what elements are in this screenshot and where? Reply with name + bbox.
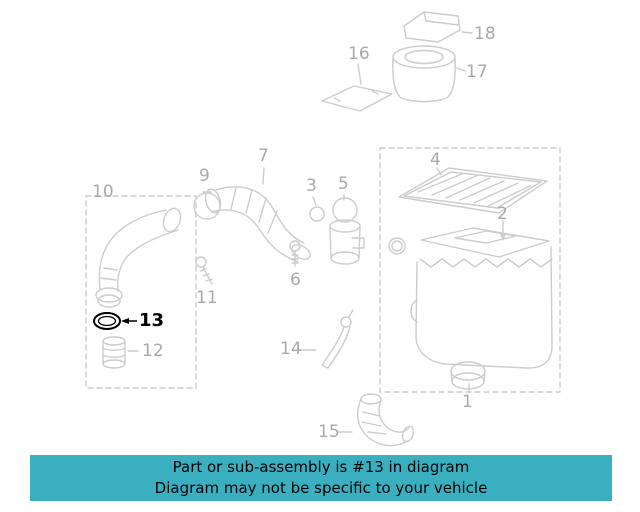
- part-12-sleeve-drawing: [102, 336, 139, 369]
- part-17-housing-drawing: [392, 45, 466, 103]
- part-label-9: 9: [199, 166, 210, 186]
- info-banner: Part or sub-assembly is #13 in diagram D…: [30, 455, 612, 501]
- part-label-15: 15: [318, 422, 340, 442]
- part-label-2: 2: [497, 204, 508, 224]
- part-4-filter-drawing: [398, 167, 548, 214]
- part-label-12: 12: [142, 341, 164, 361]
- part-label-11: 11: [196, 288, 218, 308]
- part-5-clamp-sensor-drawing: [329, 194, 365, 265]
- part-9-clamp-drawing: [193, 191, 221, 220]
- part-label-4: 4: [430, 150, 441, 170]
- part-13-oring-highlight-drawing: [93, 312, 137, 330]
- right-assembly-box: [379, 147, 561, 393]
- part-label-7: 7: [258, 146, 269, 166]
- part-6-screw-drawing: [289, 240, 301, 267]
- part-label-16: 16: [348, 44, 370, 64]
- part-7-hose-drawing: [204, 167, 311, 263]
- part-3-clamp-drawing: [309, 196, 325, 222]
- part-11-bolt-drawing: [195, 256, 213, 285]
- part-label-17: 17: [466, 62, 488, 82]
- part-14-hose-drawing: [299, 309, 354, 369]
- part-18-lid-drawing: [403, 11, 473, 43]
- part-label-13: 13: [139, 310, 165, 331]
- part-10-duct-drawing: [95, 207, 182, 308]
- part-label-18: 18: [474, 24, 496, 44]
- part-label-5: 5: [338, 174, 349, 194]
- banner-text-line2: Diagram may not be specific to your vehi…: [154, 479, 488, 497]
- left-assembly-box: [85, 195, 197, 389]
- part-label-3: 3: [306, 176, 317, 196]
- part-label-1: 1: [462, 392, 473, 412]
- banner-text-line1: Part or sub-assembly is #13 in diagram: [172, 458, 470, 476]
- part-label-14: 14: [280, 339, 302, 359]
- part-16-plate-drawing: [321, 63, 393, 112]
- part-label-6: 6: [290, 270, 301, 290]
- part-label-10: 10: [92, 182, 114, 202]
- part-15-elbow-drawing: [337, 393, 415, 447]
- part-1-airbox-drawing: [410, 227, 553, 393]
- part-2-ring-drawing: [388, 220, 506, 255]
